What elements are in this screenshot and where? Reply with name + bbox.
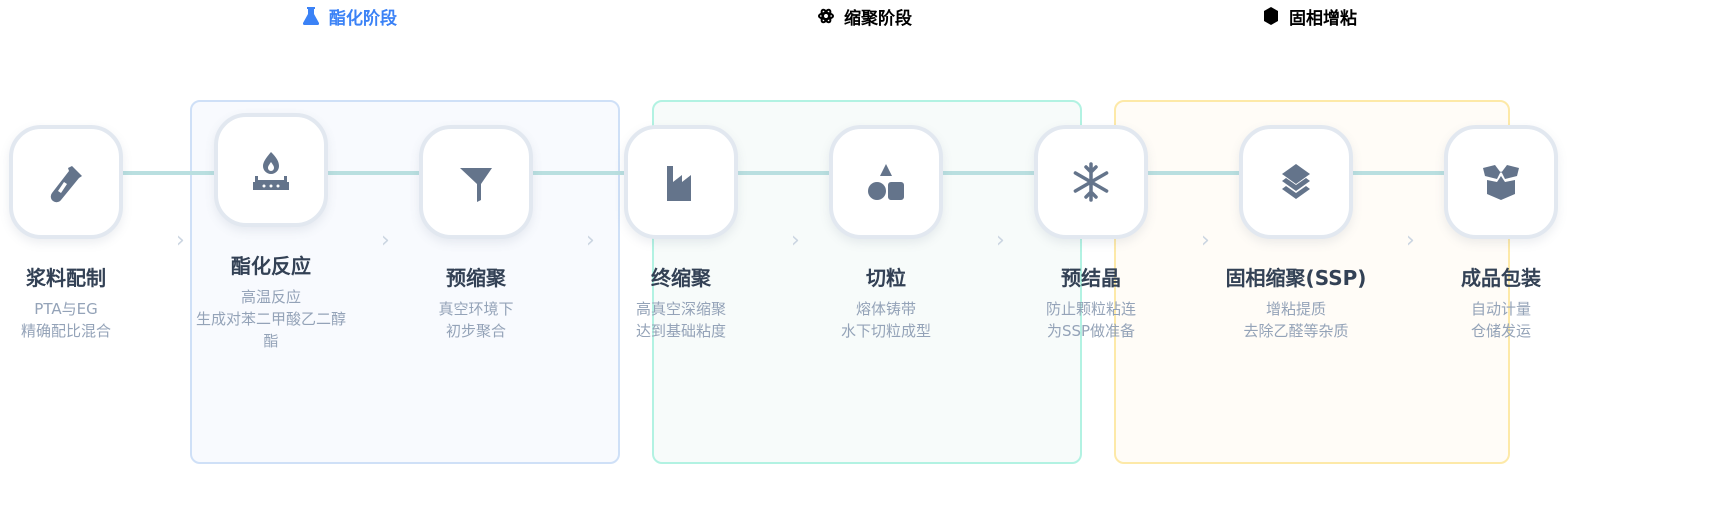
step-desc-line: 高真空深缩聚 [635, 300, 726, 318]
step-title: 切粒 [866, 266, 906, 290]
step-text: 酯化反应高温反应生成对苯二甲酸乙二醇酯 [171, 252, 371, 352]
step-text: 固相缩聚(SSP) 增粘提质去除乙醛等杂质 [1196, 264, 1396, 342]
funnel-icon [460, 168, 492, 202]
step-text: 预结晶防止颗粒粘连为SSP做准备 [991, 264, 1191, 342]
step-desc: 真空环境下初步聚合 [376, 298, 576, 342]
step-desc: 高温反应生成对苯二甲酸乙二醇酯 [171, 286, 371, 352]
step-node-2[interactable] [214, 113, 328, 227]
step-node-5[interactable] [829, 125, 943, 239]
step-title: 终缩聚 [651, 266, 711, 290]
step-desc-line: 增粘提质 [1265, 300, 1326, 318]
step-text: 成品包装自动计量仓储发运 [1401, 264, 1601, 342]
step-desc-line: PTA与EG [34, 300, 98, 318]
step-desc-line: 为SSP做准备 [1046, 322, 1136, 340]
step-title: 预缩聚 [446, 266, 506, 290]
step-desc: 高真空深缩聚达到基础粘度 [581, 298, 781, 342]
step-title: 成品包装 [1461, 266, 1541, 290]
step-desc-line: 高温反应 [240, 288, 301, 306]
chevron-right-icon: › [381, 228, 390, 253]
step-text: 预缩聚真空环境下初步聚合 [376, 264, 576, 342]
step-node-7[interactable] [1239, 125, 1353, 239]
step-desc-line: 水下切粒成型 [840, 322, 931, 340]
burner-icon [253, 152, 289, 190]
step-desc-line: 自动计量 [1470, 300, 1531, 318]
step-title: 浆料配制 [26, 266, 106, 290]
step-node-4[interactable] [624, 125, 738, 239]
step-node-1[interactable] [9, 125, 123, 239]
chevron-right-icon: › [1406, 228, 1415, 253]
step-desc-line: 生成对苯二甲酸乙二醇 [195, 310, 346, 328]
box-open-icon [1483, 165, 1519, 200]
step-title: 酯化反应 [231, 254, 311, 278]
factory-icon [667, 166, 691, 201]
flask-icon [303, 7, 319, 25]
phase-label-ssp: 固相增粘 [1263, 5, 1357, 29]
step-desc-line: 达到基础粘度 [635, 322, 726, 340]
process-connector-line [66, 171, 1501, 175]
test-tube-icon [50, 166, 82, 203]
step-desc: 增粘提质去除乙醛等杂质 [1196, 298, 1396, 342]
chevron-right-icon: › [791, 228, 800, 253]
snowflake-icon [1073, 162, 1109, 202]
chevron-right-icon: › [1201, 228, 1210, 253]
step-desc: 熔体铸带水下切粒成型 [786, 298, 986, 342]
step-text: 浆料配制 PTA与EG 精确配比混合 [0, 264, 166, 342]
step-title: 预结晶 [1061, 266, 1121, 290]
shapes-icon [868, 164, 904, 200]
step-desc-line: 去除乙醛等杂质 [1243, 322, 1349, 340]
step-desc: 自动计量仓储发运 [1401, 298, 1601, 342]
step-desc: PTA与EG 精确配比混合 [0, 298, 166, 342]
chevron-right-icon: › [996, 228, 1005, 253]
step-node-8[interactable] [1444, 125, 1558, 239]
step-title: 固相缩聚(SSP) [1225, 266, 1367, 290]
phase-label-polycondensation: 缩聚阶段 [818, 5, 912, 29]
step-text: 切粒熔体铸带水下切粒成型 [786, 264, 986, 342]
layers-icon [1282, 164, 1310, 199]
step-desc-line: 精确配比混合 [20, 322, 111, 340]
atom-icon [818, 8, 834, 24]
step-node-3[interactable] [419, 125, 533, 239]
step-desc-line: 防止颗粒粘连 [1045, 300, 1136, 318]
step-desc-line: 熔体铸带 [855, 300, 916, 318]
step-text: 终缩聚高真空深缩聚达到基础粘度 [581, 264, 781, 342]
step-node-6[interactable] [1034, 125, 1148, 239]
chevron-right-icon: › [586, 228, 595, 253]
step-desc-line: 初步聚合 [445, 322, 506, 340]
step-desc: 防止颗粒粘连为SSP做准备 [991, 298, 1191, 342]
step-desc-line: 真空环境下 [438, 300, 514, 318]
step-desc-line: 仓储发运 [1470, 322, 1531, 340]
cube-icon [1264, 7, 1278, 25]
step-desc-line: 酯 [263, 332, 279, 350]
chevron-right-icon: › [176, 228, 185, 253]
phase-label-esterification: 酯化阶段 [303, 5, 397, 29]
